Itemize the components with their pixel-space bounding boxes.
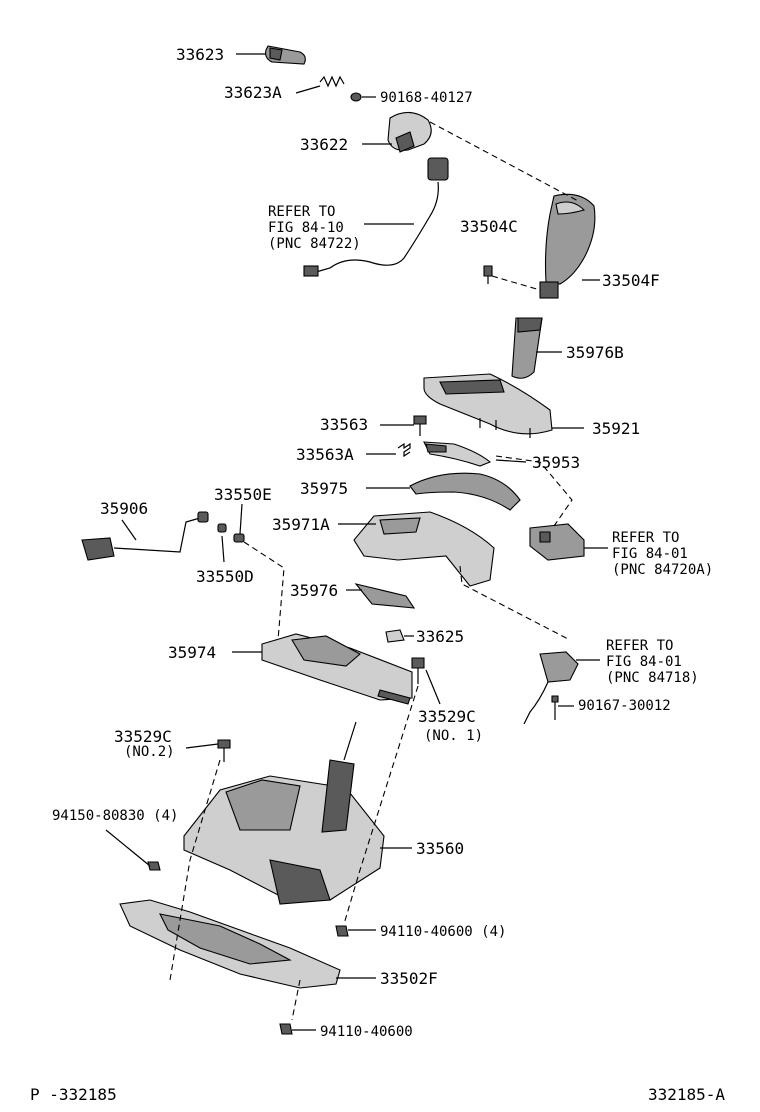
label-33502F: 33502F — [380, 969, 438, 988]
label-35921: 35921 — [592, 419, 640, 438]
label-35975: 35975 — [300, 479, 348, 498]
part-33550D-pin — [217, 523, 227, 533]
label-refer-fig-84-01-a-line3: (PNC 84720A) — [612, 562, 713, 578]
part-94110-4-nut — [335, 925, 349, 937]
label-refer-fig-84-01-b-line3: (PNC 84718) — [606, 670, 699, 686]
label-94110-40600-4: 94110-40600 (4) — [380, 924, 506, 940]
label-33623A: 33623A — [224, 83, 282, 102]
assembly-dashed-lines — [169, 121, 581, 1021]
label-refer-fig-84-10-line2: FIG 84-10 — [268, 220, 344, 236]
label-refer-fig-84-01-b-line1: REFER TO — [606, 638, 673, 654]
part-33623-button — [265, 45, 306, 65]
label-33622: 33622 — [300, 135, 348, 154]
part-33625-clip — [385, 629, 405, 643]
label-35953: 35953 — [532, 453, 580, 472]
label-33563A: 33563A — [296, 445, 354, 464]
label-33529C-no2: 33529C — [114, 727, 172, 746]
part-35971A-housing — [353, 511, 495, 587]
part-35953-light — [423, 441, 492, 467]
label-33550D: 33550D — [196, 567, 254, 586]
label-33504F: 33504F — [602, 271, 660, 290]
label-33560: 33560 — [416, 839, 464, 858]
part-94110-nut — [279, 1023, 293, 1035]
label-refer-fig-84-01-b-line2: FIG 84-01 — [606, 654, 682, 670]
part-35976-bracket — [354, 583, 416, 609]
part-35976B-sleeve — [511, 317, 543, 379]
label-refer-fig-84-10-line1: REFER TO — [268, 204, 335, 220]
part-35906-cable — [81, 511, 209, 561]
label-33529C-no2-sub: (NO.2) — [124, 744, 175, 760]
label-35906: 35906 — [100, 499, 148, 518]
part-shift-lock-switch — [529, 523, 585, 561]
label-refer-fig-84-10-line3: (PNC 84722) — [268, 236, 361, 252]
part-90168-screw — [350, 92, 362, 102]
footer-left-code: P -332185 — [30, 1085, 117, 1104]
label-94110-40600: 94110-40600 — [320, 1024, 413, 1040]
leader-lines — [105, 53, 608, 1031]
part-33563-bolt — [413, 415, 427, 436]
label-refer-fig-84-01-a-line2: FIG 84-01 — [612, 546, 688, 562]
part-33504C-screw — [483, 265, 493, 284]
part-33529C-no2-bolt — [217, 739, 231, 762]
label-33550E: 33550E — [214, 485, 272, 504]
label-35974: 35974 — [168, 643, 216, 662]
part-33560-shifter-base — [183, 721, 385, 905]
part-35974-assembly — [261, 633, 413, 705]
label-33625: 33625 — [416, 627, 464, 646]
part-33529C-no1-bolt — [411, 657, 425, 684]
part-33550E-pin — [233, 533, 245, 543]
label-35976: 35976 — [290, 581, 338, 600]
part-switch-connector — [303, 157, 449, 277]
label-33529C-no1-sub: (NO. 1) — [424, 728, 483, 744]
part-33563A-spring — [397, 442, 411, 458]
label-90168-40127: 90168-40127 — [380, 90, 473, 106]
label-35971A: 35971A — [272, 515, 330, 534]
part-94150-nut — [147, 861, 161, 871]
part-35975-plate — [409, 472, 521, 511]
label-94150-80830: 94150-80830 (4) — [52, 808, 178, 824]
label-33623: 33623 — [176, 45, 224, 64]
part-35921-panel — [423, 373, 553, 438]
part-33622-cover — [387, 111, 432, 153]
part-33623A-spring — [319, 75, 345, 88]
footer-right-code: 332185-A — [648, 1085, 725, 1104]
label-33563: 33563 — [320, 415, 368, 434]
label-33504C: 33504C — [460, 217, 518, 236]
label-35976B: 35976B — [566, 343, 624, 362]
label-33529C-no1: 33529C — [418, 707, 476, 726]
part-90167-screw — [551, 695, 559, 720]
part-position-switch — [523, 651, 579, 725]
label-refer-fig-84-01-a-line1: REFER TO — [612, 530, 679, 546]
label-90167-30012: 90167-30012 — [578, 698, 671, 714]
part-33502F-base-plate — [119, 899, 341, 989]
part-33504F-shift-knob — [539, 193, 596, 299]
